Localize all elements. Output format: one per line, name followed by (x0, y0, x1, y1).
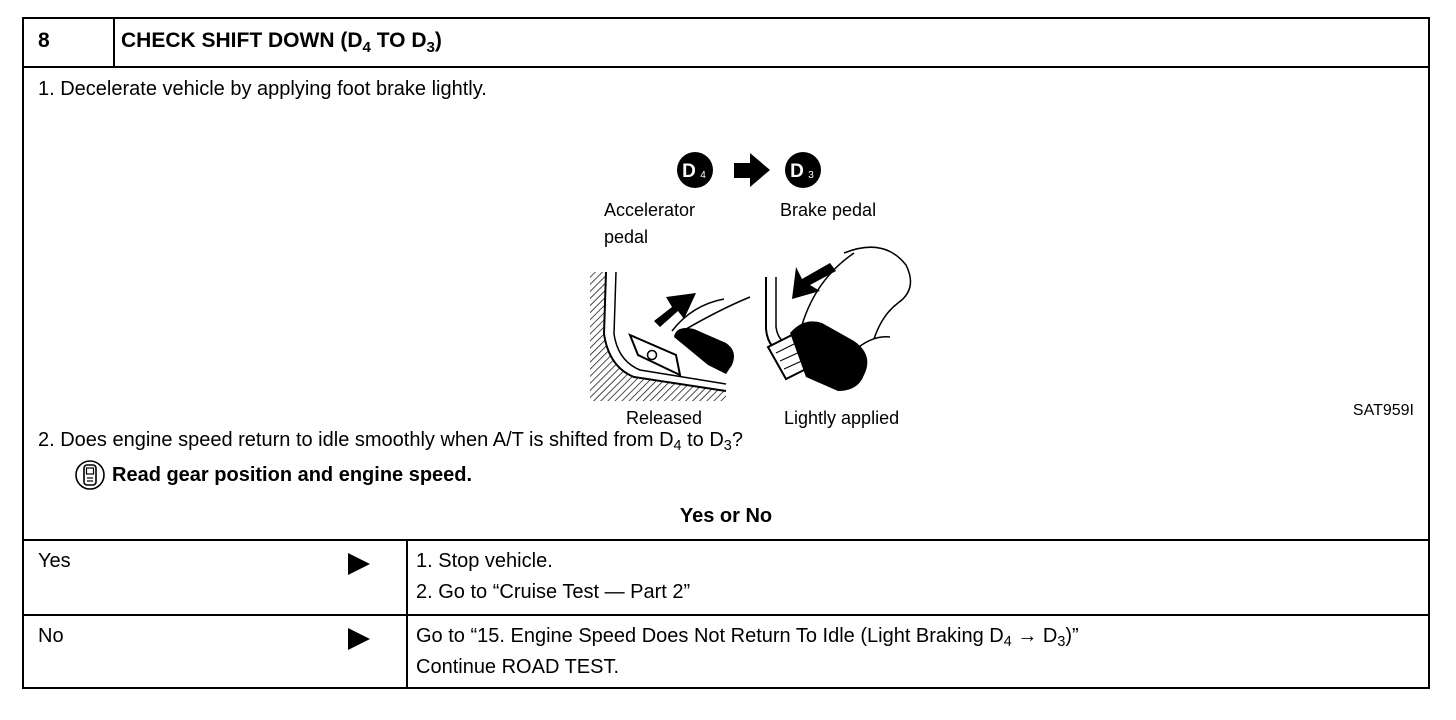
svg-text:4: 4 (700, 170, 706, 181)
brake-pedal-drawing (765, 246, 912, 391)
lightly-applied-label: Lightly applied (784, 408, 900, 428)
shift-arrow-icon (734, 153, 770, 187)
d4-badge-icon: D 4 (677, 152, 713, 188)
arrow-right-icon (348, 628, 370, 650)
figure-id: SAT959I (1352, 402, 1414, 419)
pedal-illustration: D 4 D 3 (554, 129, 934, 429)
consult-instruction-text: Read gear position and engine speed. (112, 463, 473, 486)
step-header: 8 CHECK SHIFT DOWN (D4 TO D3) (24, 19, 1428, 68)
answer-no-label: No (38, 625, 64, 647)
diagnostic-procedure-sheet: 8 CHECK SHIFT DOWN (D4 TO D3) 1. Deceler… (22, 17, 1430, 689)
released-label: Released (626, 408, 703, 428)
divider (24, 539, 1428, 541)
instruction-step-1: 1. Decelerate vehicle by applying foot b… (38, 78, 487, 100)
svg-text:D: D (682, 161, 696, 182)
consult-instruction: Read gear position and engine speed. (74, 459, 472, 491)
answer-no-action: Go to “15. Engine Speed Does Not Return … (416, 625, 1079, 678)
divider (24, 614, 1428, 616)
yes-or-no-heading: Yes or No (679, 505, 773, 527)
accelerator-pedal-label: Accelerator pedal (604, 200, 696, 247)
column-divider (406, 539, 408, 689)
accelerator-pedal-drawing (590, 271, 751, 401)
answer-yes-label: Yes (38, 550, 71, 572)
d3-badge-icon: D 3 (785, 152, 821, 188)
step-number: 8 (24, 19, 115, 66)
brake-pedal-label: Brake pedal (780, 200, 877, 220)
svg-text:D: D (790, 161, 804, 182)
step-title: CHECK SHIFT DOWN (D4 TO D3) (121, 29, 442, 56)
consult-tester-icon (75, 460, 105, 490)
instruction-step-2: 2. Does engine speed return to idle smoo… (38, 429, 743, 455)
arrow-right-icon (348, 553, 370, 575)
svg-text:3: 3 (808, 170, 814, 181)
answer-yes-action: 1. Stop vehicle. 2. Go to “Cruise Test —… (416, 550, 691, 603)
